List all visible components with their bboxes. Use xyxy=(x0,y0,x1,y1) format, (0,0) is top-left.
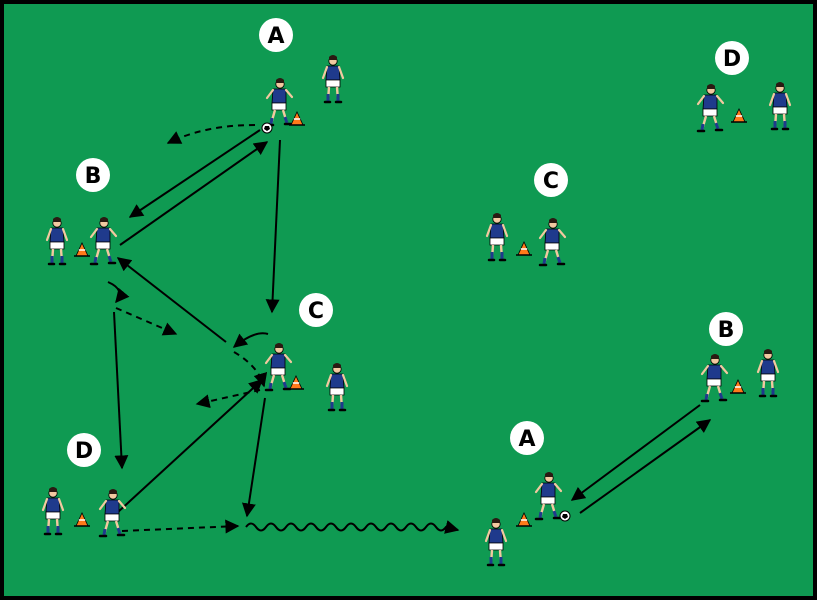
run-arrow xyxy=(233,351,268,388)
pass-arrow xyxy=(116,257,227,343)
station-label: B xyxy=(718,318,735,343)
station-a-left: A xyxy=(259,18,345,134)
station-label-badge xyxy=(76,158,110,192)
run-arrow xyxy=(166,124,256,144)
station-label: C xyxy=(308,299,324,324)
pass-arrow xyxy=(265,139,281,314)
pass-arrow xyxy=(119,141,269,246)
station-label-badge xyxy=(299,293,333,327)
station-a-right: A xyxy=(484,421,571,567)
pass-arrows xyxy=(570,404,712,514)
station-label: D xyxy=(723,47,741,72)
pass-arrow xyxy=(117,379,264,513)
pass-and-run-arrows xyxy=(107,124,460,534)
run-arrow xyxy=(121,519,240,534)
station-label: A xyxy=(518,427,535,452)
right-drill-diagram: D C B A xyxy=(484,41,792,567)
station-label: D xyxy=(75,439,93,464)
station-b-left: B xyxy=(45,158,118,266)
station-label-badge xyxy=(259,18,293,52)
pitch-field xyxy=(4,4,813,596)
dribble-arrow xyxy=(245,520,460,534)
station-label-badge xyxy=(709,312,743,346)
pass-arrow xyxy=(579,419,712,514)
station-b-right: B xyxy=(700,312,780,403)
station-label-badge xyxy=(67,433,101,467)
left-drill-diagram: A B C D xyxy=(41,18,460,538)
ball-icon xyxy=(261,122,273,134)
station-label: C xyxy=(543,169,559,194)
station-label-badge xyxy=(534,163,568,197)
pass-arrow xyxy=(241,397,266,518)
run-arrow xyxy=(232,332,269,348)
pass-arrow xyxy=(113,311,129,470)
station-label: A xyxy=(267,24,284,49)
station-c-right: C xyxy=(485,163,568,267)
run-arrow xyxy=(107,281,130,304)
station-d-right: D xyxy=(696,41,792,133)
ball-icon xyxy=(559,510,571,522)
station-c-left: C xyxy=(264,293,349,412)
pass-arrow xyxy=(128,129,261,218)
pass-arrow xyxy=(570,404,701,501)
station-label-badge xyxy=(715,41,749,75)
station-label-badge xyxy=(510,421,544,455)
station-label: B xyxy=(85,164,102,189)
station-d-left: D xyxy=(41,433,127,538)
